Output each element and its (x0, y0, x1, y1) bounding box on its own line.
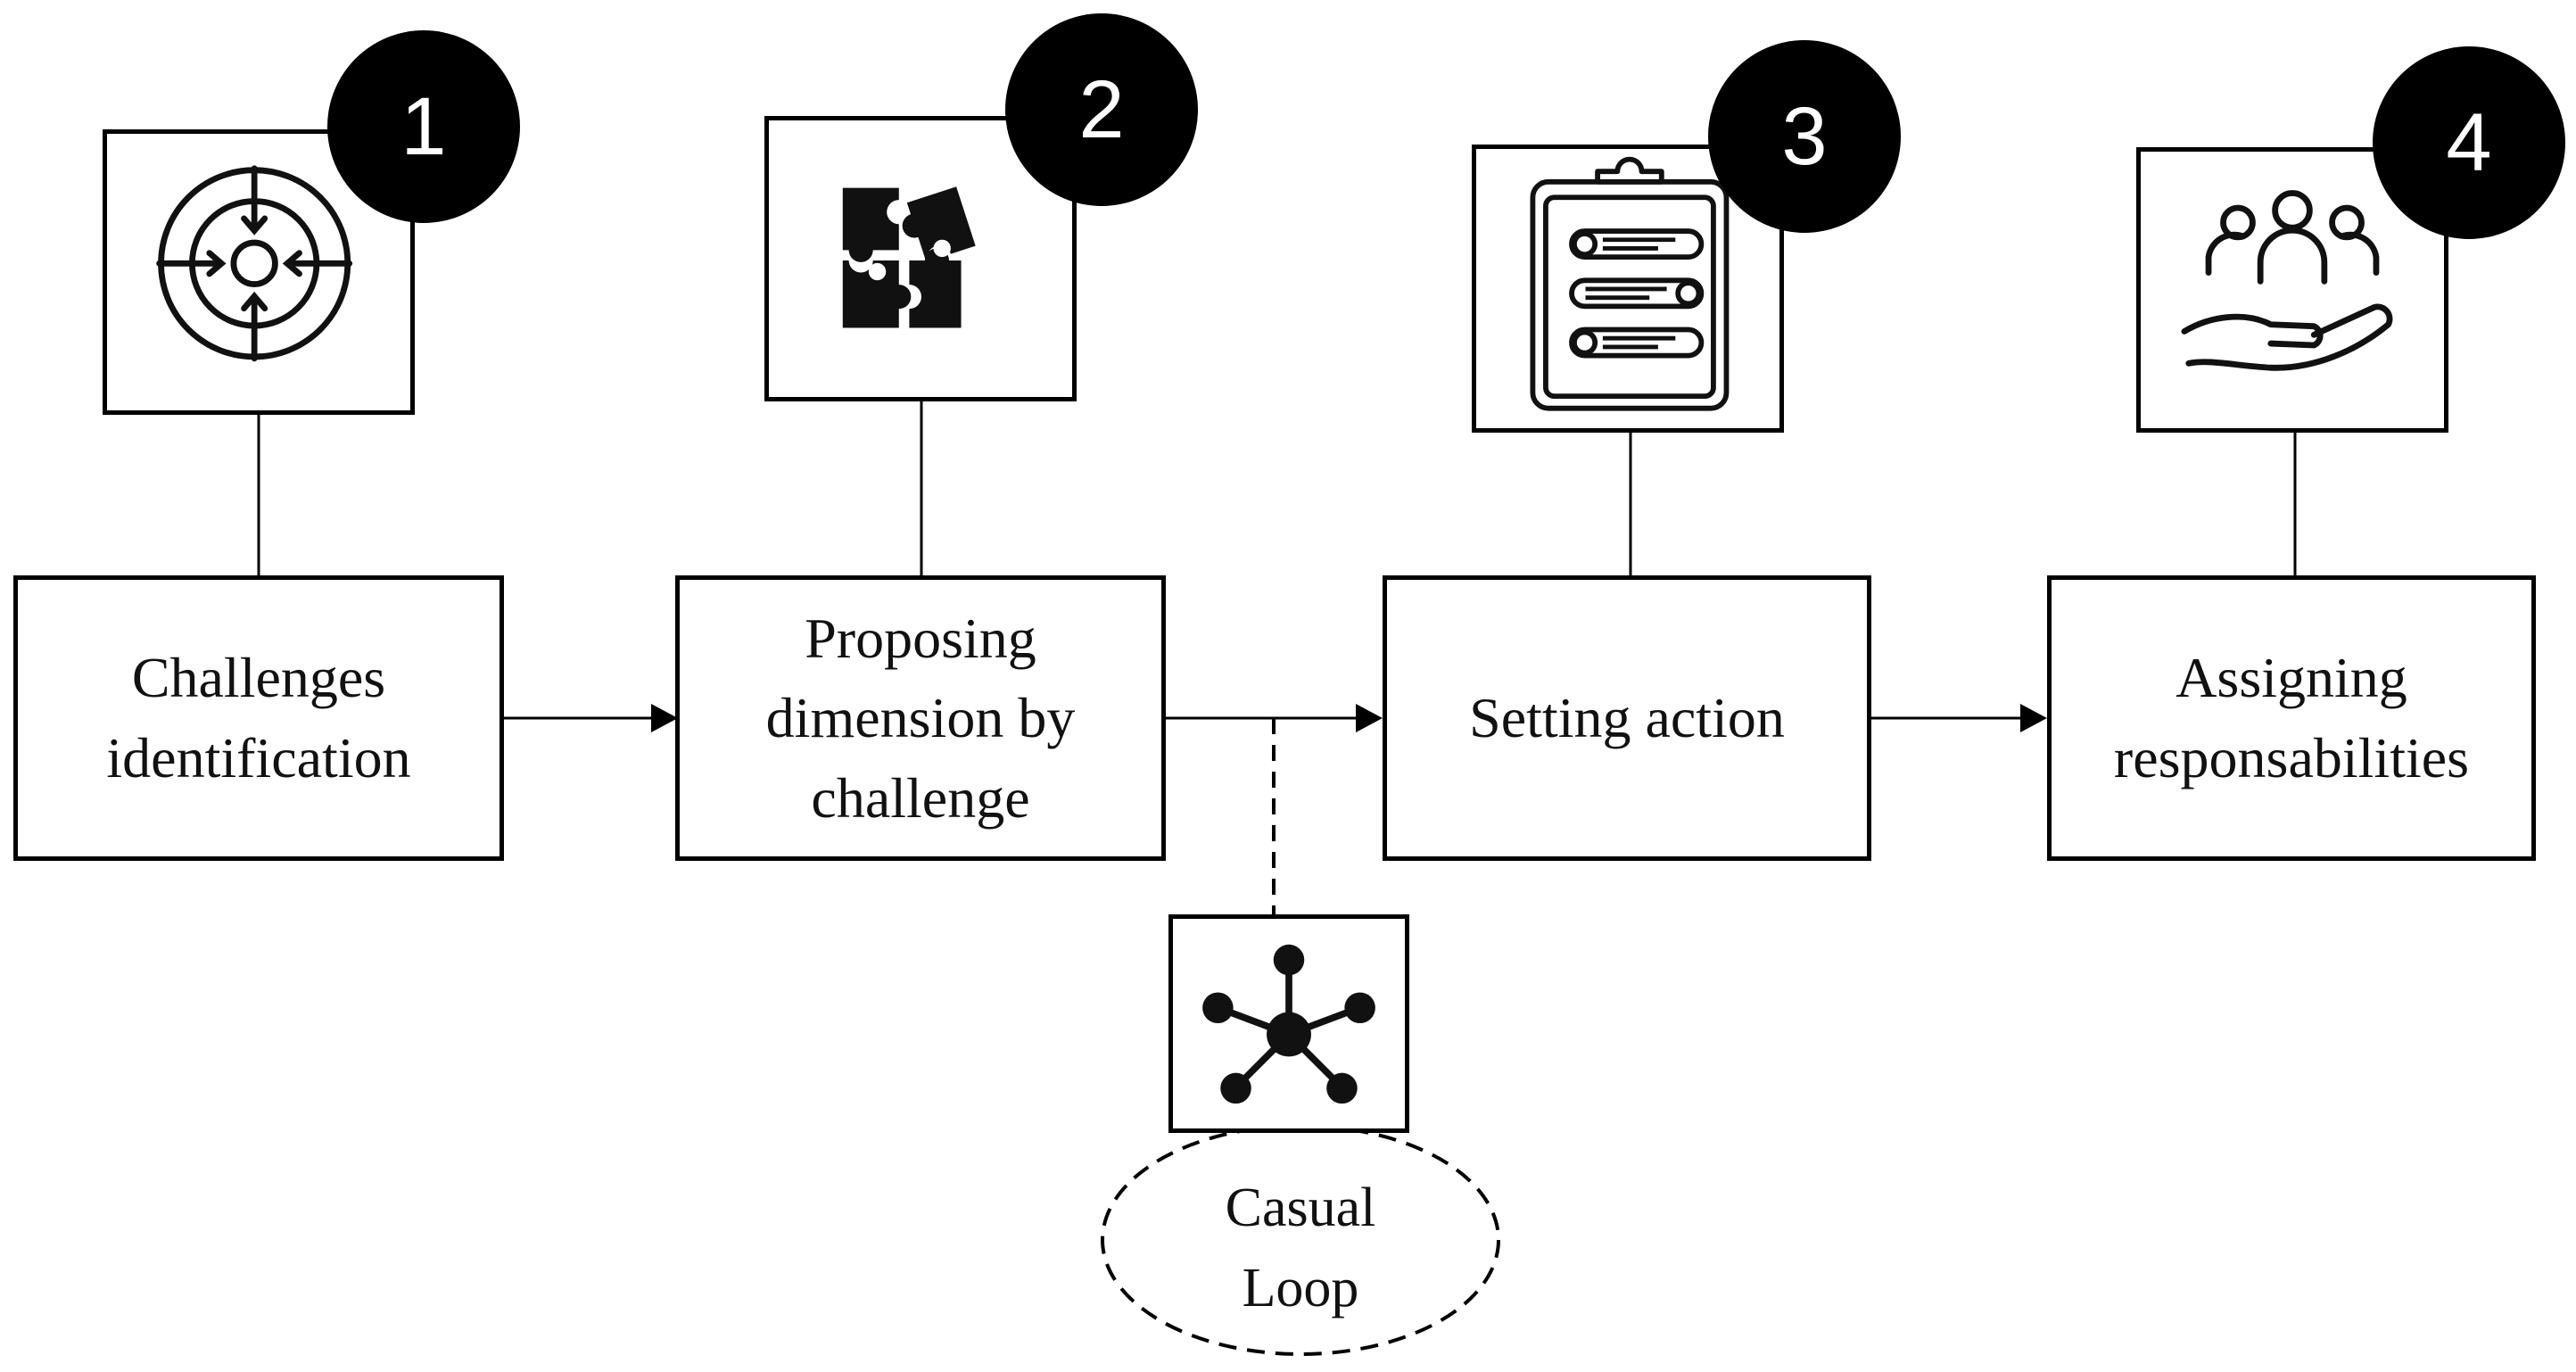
puzzle-pieces-icon (842, 186, 976, 328)
step-1-number-badge: 1 (327, 30, 520, 223)
step-4-box: Assigning responsabilities (2047, 575, 2536, 861)
step-3-icon-box (1472, 145, 1784, 433)
step-1-label: Challenges identification (106, 646, 411, 789)
step-2-number-badge: 2 (1005, 13, 1198, 206)
causal-loop-label: Casual Loop (1225, 1178, 1376, 1318)
hand-team-icon (2181, 190, 2393, 371)
step-1-number: 1 (400, 81, 447, 172)
network-hub-icon (1202, 944, 1375, 1104)
step-1-box: Challenges identification (13, 575, 504, 861)
step-3-number-badge: 3 (1708, 40, 1901, 233)
step-2-box: Proposing dimension by challenge (675, 575, 1166, 861)
clipboard-list-icon (1530, 156, 1730, 411)
step-2-label: Proposing dimension by challenge (765, 606, 1076, 830)
step-3-box: Setting action (1383, 575, 1871, 861)
step-3-label: Setting action (1469, 686, 1785, 750)
step-4-label: Assigning responsabilities (2113, 646, 2470, 789)
causal-loop-icon-box (1168, 914, 1409, 1133)
step-3-number: 3 (1781, 91, 1828, 182)
step-4-number-badge: 4 (2373, 46, 2565, 239)
step-2-number: 2 (1078, 64, 1125, 155)
target-arrows-icon (156, 165, 353, 362)
step-4-number: 4 (2446, 97, 2492, 188)
